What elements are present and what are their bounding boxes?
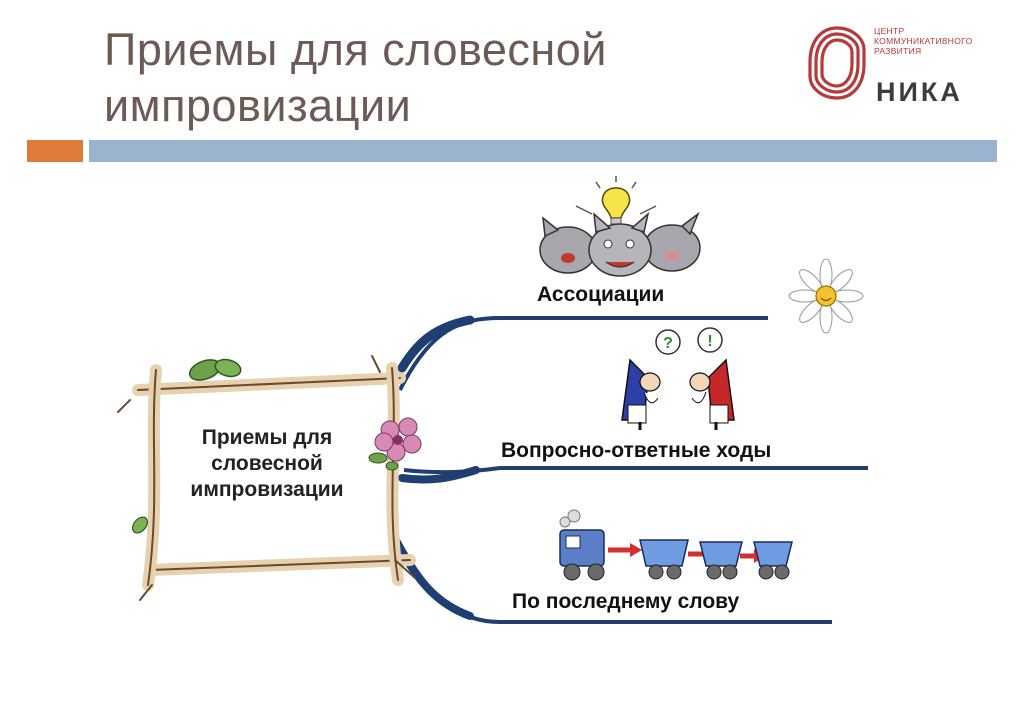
wooden-frame: [117, 355, 416, 601]
center-label-line-2: словесной: [211, 452, 323, 475]
logo-subtitle: ЦЕНТР КОММУНИКАТИВНОГО РАЗВИТИЯ: [874, 26, 973, 56]
svg-text:!: !: [707, 333, 712, 350]
logo-subtitle-line-1: ЦЕНТР: [874, 26, 905, 36]
gnomes-dialogue-icon: ? !: [621, 327, 735, 430]
logo-subtitle-line-3: РАЗВИТИЯ: [874, 46, 922, 56]
svg-text:?: ?: [663, 335, 673, 352]
thinking-cats-icon: [539, 176, 701, 277]
center-label-line-1: Приемы для: [201, 426, 333, 449]
leaf-icon: [132, 358, 242, 534]
logo-brand: НИКА: [876, 77, 963, 107]
mind-map-center-label: Приемы для словесной импровизации: [152, 425, 382, 503]
branch-label-question-answer: Вопросно-ответные ходы: [501, 439, 772, 462]
slide-title: Приемы для словесной импровизации: [104, 22, 744, 134]
accent-bar-orange: [27, 140, 83, 162]
flower-icon: [368, 417, 422, 471]
title-line-2: импровизации: [104, 80, 412, 131]
lightbulb-icon: [575, 176, 657, 225]
branch-label-associations: Ассоциации: [537, 283, 665, 306]
logo: ЦЕНТР КОММУНИКАТИВНОГО РАЗВИТИЯ НИКА: [802, 22, 982, 112]
title-line-1: Приемы для словесной: [104, 24, 607, 75]
daisy-icon: [788, 258, 864, 334]
mind-map-diagram: ? !: [117, 176, 868, 624]
logo-mark-icon: [808, 26, 866, 100]
branch-label-last-word: По последнему слову: [512, 590, 740, 613]
accent-bar-blue: [89, 140, 997, 162]
train-icon: [559, 509, 793, 581]
logo-subtitle-line-2: КОММУНИКАТИВНОГО: [874, 36, 973, 46]
center-label-line-3: импровизации: [190, 478, 344, 501]
